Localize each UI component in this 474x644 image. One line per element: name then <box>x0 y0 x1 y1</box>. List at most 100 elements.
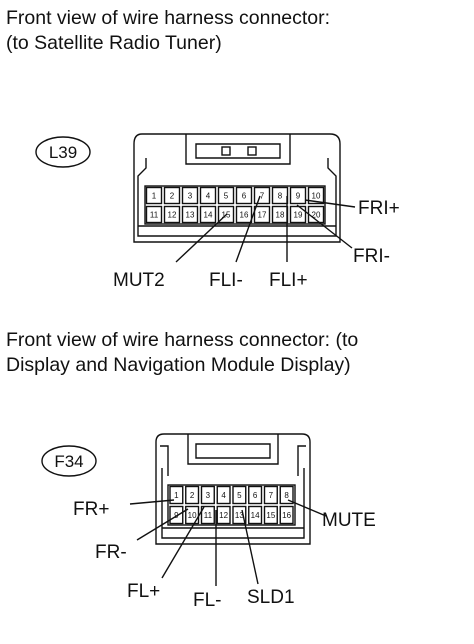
pin-cell <box>235 186 253 205</box>
pin-cell <box>248 505 263 525</box>
pin-number-10: 10 <box>312 192 321 201</box>
pin-number-4: 4 <box>206 192 211 201</box>
pin-grid <box>144 185 326 225</box>
pin-number-8: 8 <box>278 192 283 201</box>
pin-cell <box>169 505 184 525</box>
pin-number-14: 14 <box>204 211 213 220</box>
connector-latch <box>185 134 291 165</box>
pin-cell <box>169 485 184 505</box>
pin-grid <box>167 484 296 526</box>
connector-l39 <box>35 133 356 263</box>
pin-number-16: 16 <box>240 211 249 220</box>
label-fli-plus: FLI+ <box>269 270 308 291</box>
leader-line-sld1 <box>241 509 259 585</box>
label-fri-plus: FRI+ <box>358 198 400 219</box>
caption-navigation-display: Front view of wire harness connector: (t… <box>6 328 358 378</box>
pin-cell <box>263 485 278 505</box>
pin-cell <box>163 186 181 205</box>
connector-inner-outline <box>161 468 305 539</box>
pin-cell <box>279 485 294 505</box>
caption-line: Front view of wire harness connector: <box>6 7 331 29</box>
connector-inner-outline <box>137 158 337 237</box>
pin-number-7: 7 <box>269 491 274 500</box>
pin-cell <box>271 186 289 205</box>
pin-cell <box>248 485 263 505</box>
pin-cell <box>253 186 271 205</box>
connector-side-key <box>297 445 306 476</box>
pin-number-15: 15 <box>266 511 275 520</box>
caption-satellite-radio: Front view of wire harness connector: (t… <box>6 6 330 56</box>
pin-cell <box>185 485 200 505</box>
pin-cell <box>307 186 325 205</box>
pin-number-16: 16 <box>282 511 291 520</box>
label-fri-minus: FRI- <box>353 246 390 267</box>
pin-number-2: 2 <box>170 192 175 201</box>
pin-cell <box>199 205 217 224</box>
pin-cell <box>145 205 163 224</box>
label-fli-minus: FLI- <box>209 270 243 291</box>
pin-number-5: 5 <box>224 192 229 201</box>
label-mut2: MUT2 <box>113 270 165 291</box>
pin-number-3: 3 <box>188 192 193 201</box>
pin-number-3: 3 <box>206 491 211 500</box>
connector-latch-tab <box>221 146 231 156</box>
pin-number-9: 9 <box>296 192 301 201</box>
pin-cell <box>232 485 247 505</box>
connector-housing <box>155 433 311 545</box>
connector-tag-oval <box>41 445 97 477</box>
pin-cell <box>216 485 231 505</box>
pin-number-4: 4 <box>221 491 226 500</box>
leader-line-mut2 <box>175 213 228 263</box>
connector-tag: F34 <box>54 452 83 471</box>
pin-number-12: 12 <box>219 511 228 520</box>
pin-cell <box>235 205 253 224</box>
label-fl-plus: FL+ <box>127 581 160 602</box>
pin-cell <box>232 505 247 525</box>
pin-number-11: 11 <box>150 211 159 220</box>
leader-line-fl-plus <box>161 506 205 579</box>
pin-number-19: 19 <box>294 211 303 220</box>
pin-number-20: 20 <box>312 211 321 220</box>
pin-cell <box>289 186 307 205</box>
connector-side-key <box>160 445 169 476</box>
connector-latch-slot <box>195 143 281 159</box>
leader-line-fli-minus <box>235 195 261 263</box>
connector-f34 <box>41 433 327 586</box>
connector-tag: L39 <box>49 143 77 162</box>
leader-line-fri-minus <box>296 204 353 249</box>
pin-number-12: 12 <box>168 211 177 220</box>
connector-housing <box>133 133 341 243</box>
pin-cell <box>217 186 235 205</box>
pin-number-11: 11 <box>204 511 213 520</box>
pin-cell <box>145 186 163 205</box>
leader-line-fr-plus <box>129 499 175 505</box>
pin-number-18: 18 <box>276 211 285 220</box>
label-sld1: SLD1 <box>247 587 295 608</box>
pin-number-13: 13 <box>186 211 195 220</box>
connector-tag-oval <box>35 136 91 168</box>
label-fr-minus: FR- <box>95 542 127 563</box>
pin-number-2: 2 <box>190 491 195 500</box>
connector-latch-tab <box>247 146 257 156</box>
pin-number-14: 14 <box>251 511 260 520</box>
pin-number-5: 5 <box>237 491 242 500</box>
label-mute: MUTE <box>322 510 376 531</box>
leader-line-mute <box>287 499 327 517</box>
pin-cell <box>200 485 215 505</box>
pin-cell <box>216 505 231 525</box>
leader-line-fr-minus <box>136 508 189 541</box>
pin-cell <box>199 186 217 205</box>
label-fl-minus: FL- <box>193 590 222 611</box>
connector-latch <box>187 434 279 465</box>
pin-number-13: 13 <box>235 511 244 520</box>
pin-number-8: 8 <box>284 491 289 500</box>
pin-cell <box>263 505 278 525</box>
pin-number-15: 15 <box>222 211 231 220</box>
label-fr-plus: FR+ <box>73 499 109 520</box>
pin-number-1: 1 <box>152 192 157 201</box>
pin-number-17: 17 <box>258 211 267 220</box>
pin-cell <box>181 186 199 205</box>
caption-line: (to Satellite Radio Tuner) <box>6 32 222 54</box>
